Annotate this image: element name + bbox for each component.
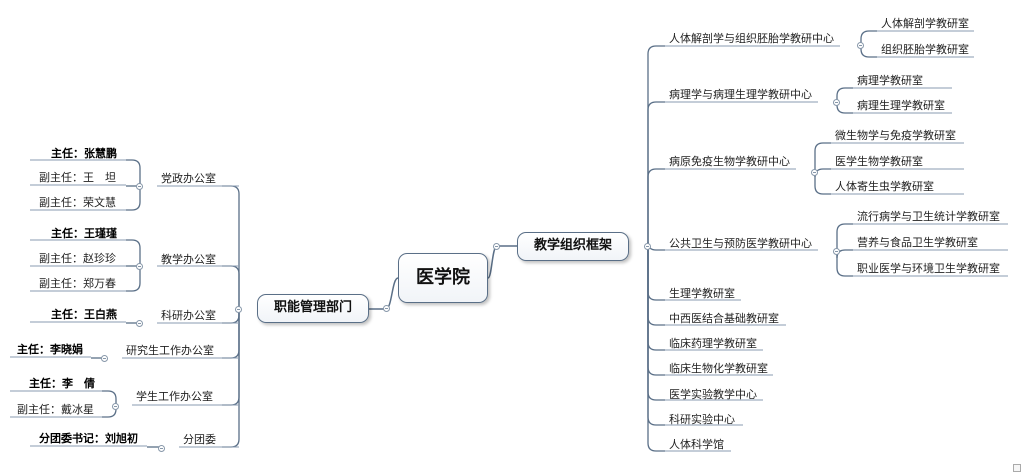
unit-clinical-pharmacology[interactable]: 临床药理学教研室 bbox=[669, 337, 757, 350]
connector-line bbox=[222, 185, 240, 309]
room-pathology[interactable]: 病理学教研室 bbox=[857, 74, 923, 87]
staff-party-deputy-1[interactable]: 副主任：王 坦 bbox=[39, 171, 116, 184]
collapse-toggle-youth-league[interactable] bbox=[158, 445, 165, 452]
collapse-toggle-graduate-office[interactable] bbox=[101, 355, 108, 362]
office-research[interactable]: 科研办公室 bbox=[161, 309, 216, 322]
unit-integrated-medicine[interactable]: 中西医结合基础教研室 bbox=[669, 312, 779, 325]
connector-line bbox=[126, 239, 141, 266]
connector-line bbox=[647, 168, 665, 246]
office-youth-league[interactable]: 分团委 bbox=[183, 433, 216, 446]
staff-graduate-director[interactable]: 主任：李晓娟 bbox=[17, 343, 83, 356]
unit-physiology[interactable]: 生理学教研室 bbox=[669, 287, 735, 300]
room-epidemiology[interactable]: 流行病学与卫生统计学教研室 bbox=[857, 210, 1000, 223]
connector-line bbox=[647, 101, 665, 246]
teaching-framework-node[interactable]: 教学组织框架 bbox=[517, 232, 629, 261]
collapse-toggle-student-office[interactable] bbox=[112, 403, 119, 410]
root-title: 医学院 bbox=[416, 267, 470, 288]
connector-line bbox=[647, 246, 665, 452]
connector-line bbox=[836, 223, 853, 252]
collapse-toggle-party[interactable] bbox=[136, 183, 143, 190]
room-biology[interactable]: 医学生物学教研室 bbox=[835, 155, 923, 168]
center-pathology[interactable]: 病理学与病理生理学教研中心 bbox=[669, 88, 812, 101]
room-occupational[interactable]: 职业医学与环境卫生学教研室 bbox=[857, 262, 1000, 275]
connector-line bbox=[102, 390, 117, 405]
room-anatomy[interactable]: 人体解剖学教研室 bbox=[881, 17, 969, 30]
office-teaching[interactable]: 教学办公室 bbox=[161, 253, 216, 266]
collapse-toggle-root-right[interactable] bbox=[644, 243, 651, 250]
connector-line bbox=[647, 45, 665, 246]
unit-experimental-center[interactable]: 医学实验教学中心 bbox=[669, 388, 757, 401]
room-pathophysiology[interactable]: 病理生理学教研室 bbox=[857, 99, 945, 112]
collapse-toggle-research-office[interactable] bbox=[136, 320, 143, 327]
connector-line bbox=[814, 142, 831, 172]
collapse-toggle-teaching[interactable] bbox=[493, 243, 500, 250]
connector-line bbox=[369, 277, 399, 310]
connector-line bbox=[222, 265, 240, 309]
connector-line bbox=[487, 245, 517, 279]
staff-youth-secretary[interactable]: 分团委书记：刘旭初 bbox=[39, 432, 138, 445]
staff-party-deputy-2[interactable]: 副主任：荣文慧 bbox=[39, 196, 116, 209]
connector-line bbox=[860, 46, 877, 58]
room-nutrition[interactable]: 营养与食品卫生学教研室 bbox=[857, 236, 978, 249]
admin-departments-node[interactable]: 职能管理部门 bbox=[257, 294, 369, 323]
collapse-toggle-teaching-office[interactable] bbox=[136, 263, 143, 270]
collapse-toggle-public-health[interactable] bbox=[833, 248, 840, 255]
staff-teaching-deputy-1[interactable]: 副主任：赵珍珍 bbox=[39, 252, 116, 265]
room-histology[interactable]: 组织胚胎学教研室 bbox=[881, 43, 969, 56]
connector-line bbox=[126, 186, 141, 211]
unit-research-lab[interactable]: 科研实验中心 bbox=[669, 413, 735, 426]
office-graduate[interactable]: 研究生工作办公室 bbox=[126, 344, 214, 357]
collapse-toggle-anatomy[interactable] bbox=[857, 42, 864, 49]
collapse-toggle-immunology[interactable] bbox=[811, 169, 818, 176]
staff-teaching-director[interactable]: 主任：王瑾瑾 bbox=[51, 227, 117, 240]
office-party-admin[interactable]: 党政办公室 bbox=[161, 172, 216, 185]
resize-corner-icon[interactable] bbox=[1013, 464, 1021, 472]
connector-line bbox=[814, 172, 831, 195]
root-node[interactable]: 医学院 bbox=[398, 253, 488, 303]
center-anatomy[interactable]: 人体解剖学与组织胚胎学教研中心 bbox=[669, 32, 834, 45]
staff-research-director[interactable]: 主任：王白燕 bbox=[51, 308, 117, 321]
teaching-framework-title: 教学组织框架 bbox=[533, 238, 612, 253]
connector-line bbox=[126, 266, 141, 292]
connector-line bbox=[860, 30, 877, 46]
connector-line bbox=[126, 159, 141, 186]
connector-line bbox=[222, 309, 240, 448]
staff-student-director[interactable]: 主任：李 倩 bbox=[29, 377, 95, 390]
collapse-toggle-admin[interactable] bbox=[235, 306, 242, 313]
connector-line bbox=[222, 309, 240, 359]
collapse-toggle-pathology[interactable] bbox=[833, 99, 840, 106]
connector-line bbox=[647, 246, 665, 301]
staff-student-deputy[interactable]: 副主任：戴冰星 bbox=[17, 403, 94, 416]
staff-teaching-deputy-2[interactable]: 副主任：郑万春 bbox=[39, 277, 116, 290]
unit-anatomy-museum[interactable]: 人体科学馆 bbox=[669, 438, 724, 451]
center-immunology[interactable]: 病原免疫生物学教研中心 bbox=[669, 155, 790, 168]
room-parasitology[interactable]: 人体寄生虫学教研室 bbox=[835, 180, 934, 193]
office-student-affairs[interactable]: 学生工作办公室 bbox=[136, 390, 213, 403]
unit-clinical-biochemistry[interactable]: 临床生物化学教研室 bbox=[669, 362, 768, 375]
admin-departments-title: 职能管理部门 bbox=[273, 300, 352, 315]
connector-line bbox=[647, 246, 665, 326]
connector-line bbox=[647, 246, 665, 376]
connector-line bbox=[836, 252, 853, 277]
center-public-health[interactable]: 公共卫生与预防医学教研中心 bbox=[669, 237, 812, 250]
room-microbiology[interactable]: 微生物学与免疫学教研室 bbox=[835, 129, 956, 142]
collapse-toggle-admin-right[interactable] bbox=[383, 305, 390, 312]
connector-line bbox=[836, 87, 853, 102]
staff-party-director[interactable]: 主任：张慧鹏 bbox=[51, 147, 117, 160]
